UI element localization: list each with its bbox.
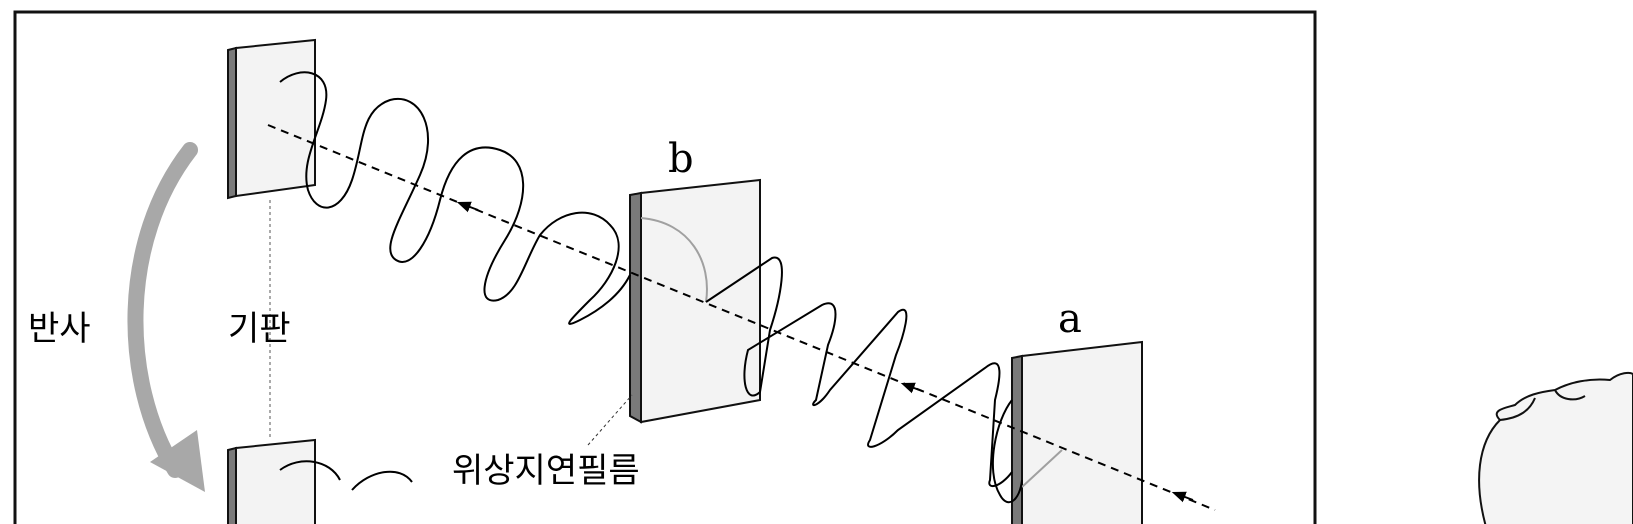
reflection-arrow-icon	[127, 142, 205, 492]
axis-arrow-left	[456, 201, 479, 213]
phase-film-a	[1011, 340, 1143, 524]
substrate-plate-bottom	[227, 438, 316, 524]
phase-film-b	[629, 178, 761, 424]
circular-wave	[279, 71, 631, 325]
film-label-leader	[587, 394, 633, 446]
optical-axis	[267, 124, 1216, 511]
film-a-label: a	[1058, 296, 1082, 342]
incoming-wave	[991, 399, 1023, 504]
linear-wave	[705, 256, 1013, 488]
axis-arrow-middle	[900, 382, 923, 394]
character-head-icon	[1478, 371, 1633, 524]
substrate-plate-top	[227, 38, 316, 200]
phase-film-label: 위상지연필름	[452, 451, 640, 491]
incoming-arrow-icon	[1171, 491, 1194, 503]
bottom-wave	[279, 460, 413, 491]
substrate-label: 기판	[228, 309, 291, 349]
reflection-label: 반사	[28, 309, 91, 349]
film-b-label: b	[668, 136, 694, 182]
